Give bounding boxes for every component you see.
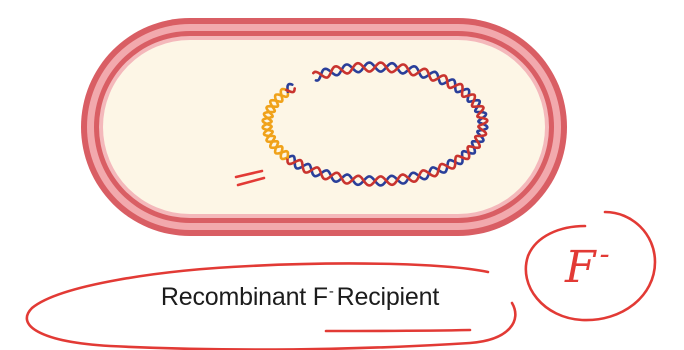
recipient-caption: Recombinant F-Recipient xyxy=(110,283,490,312)
handwritten-f: F xyxy=(565,242,596,293)
handwritten-f-minus: F- xyxy=(565,240,610,290)
caption-superscript: - xyxy=(329,283,334,300)
handwritten-minus: - xyxy=(600,237,610,272)
caption-tail: Recipient xyxy=(337,283,439,311)
caption-underline xyxy=(326,330,470,331)
caption-main: Recombinant F xyxy=(161,283,328,311)
